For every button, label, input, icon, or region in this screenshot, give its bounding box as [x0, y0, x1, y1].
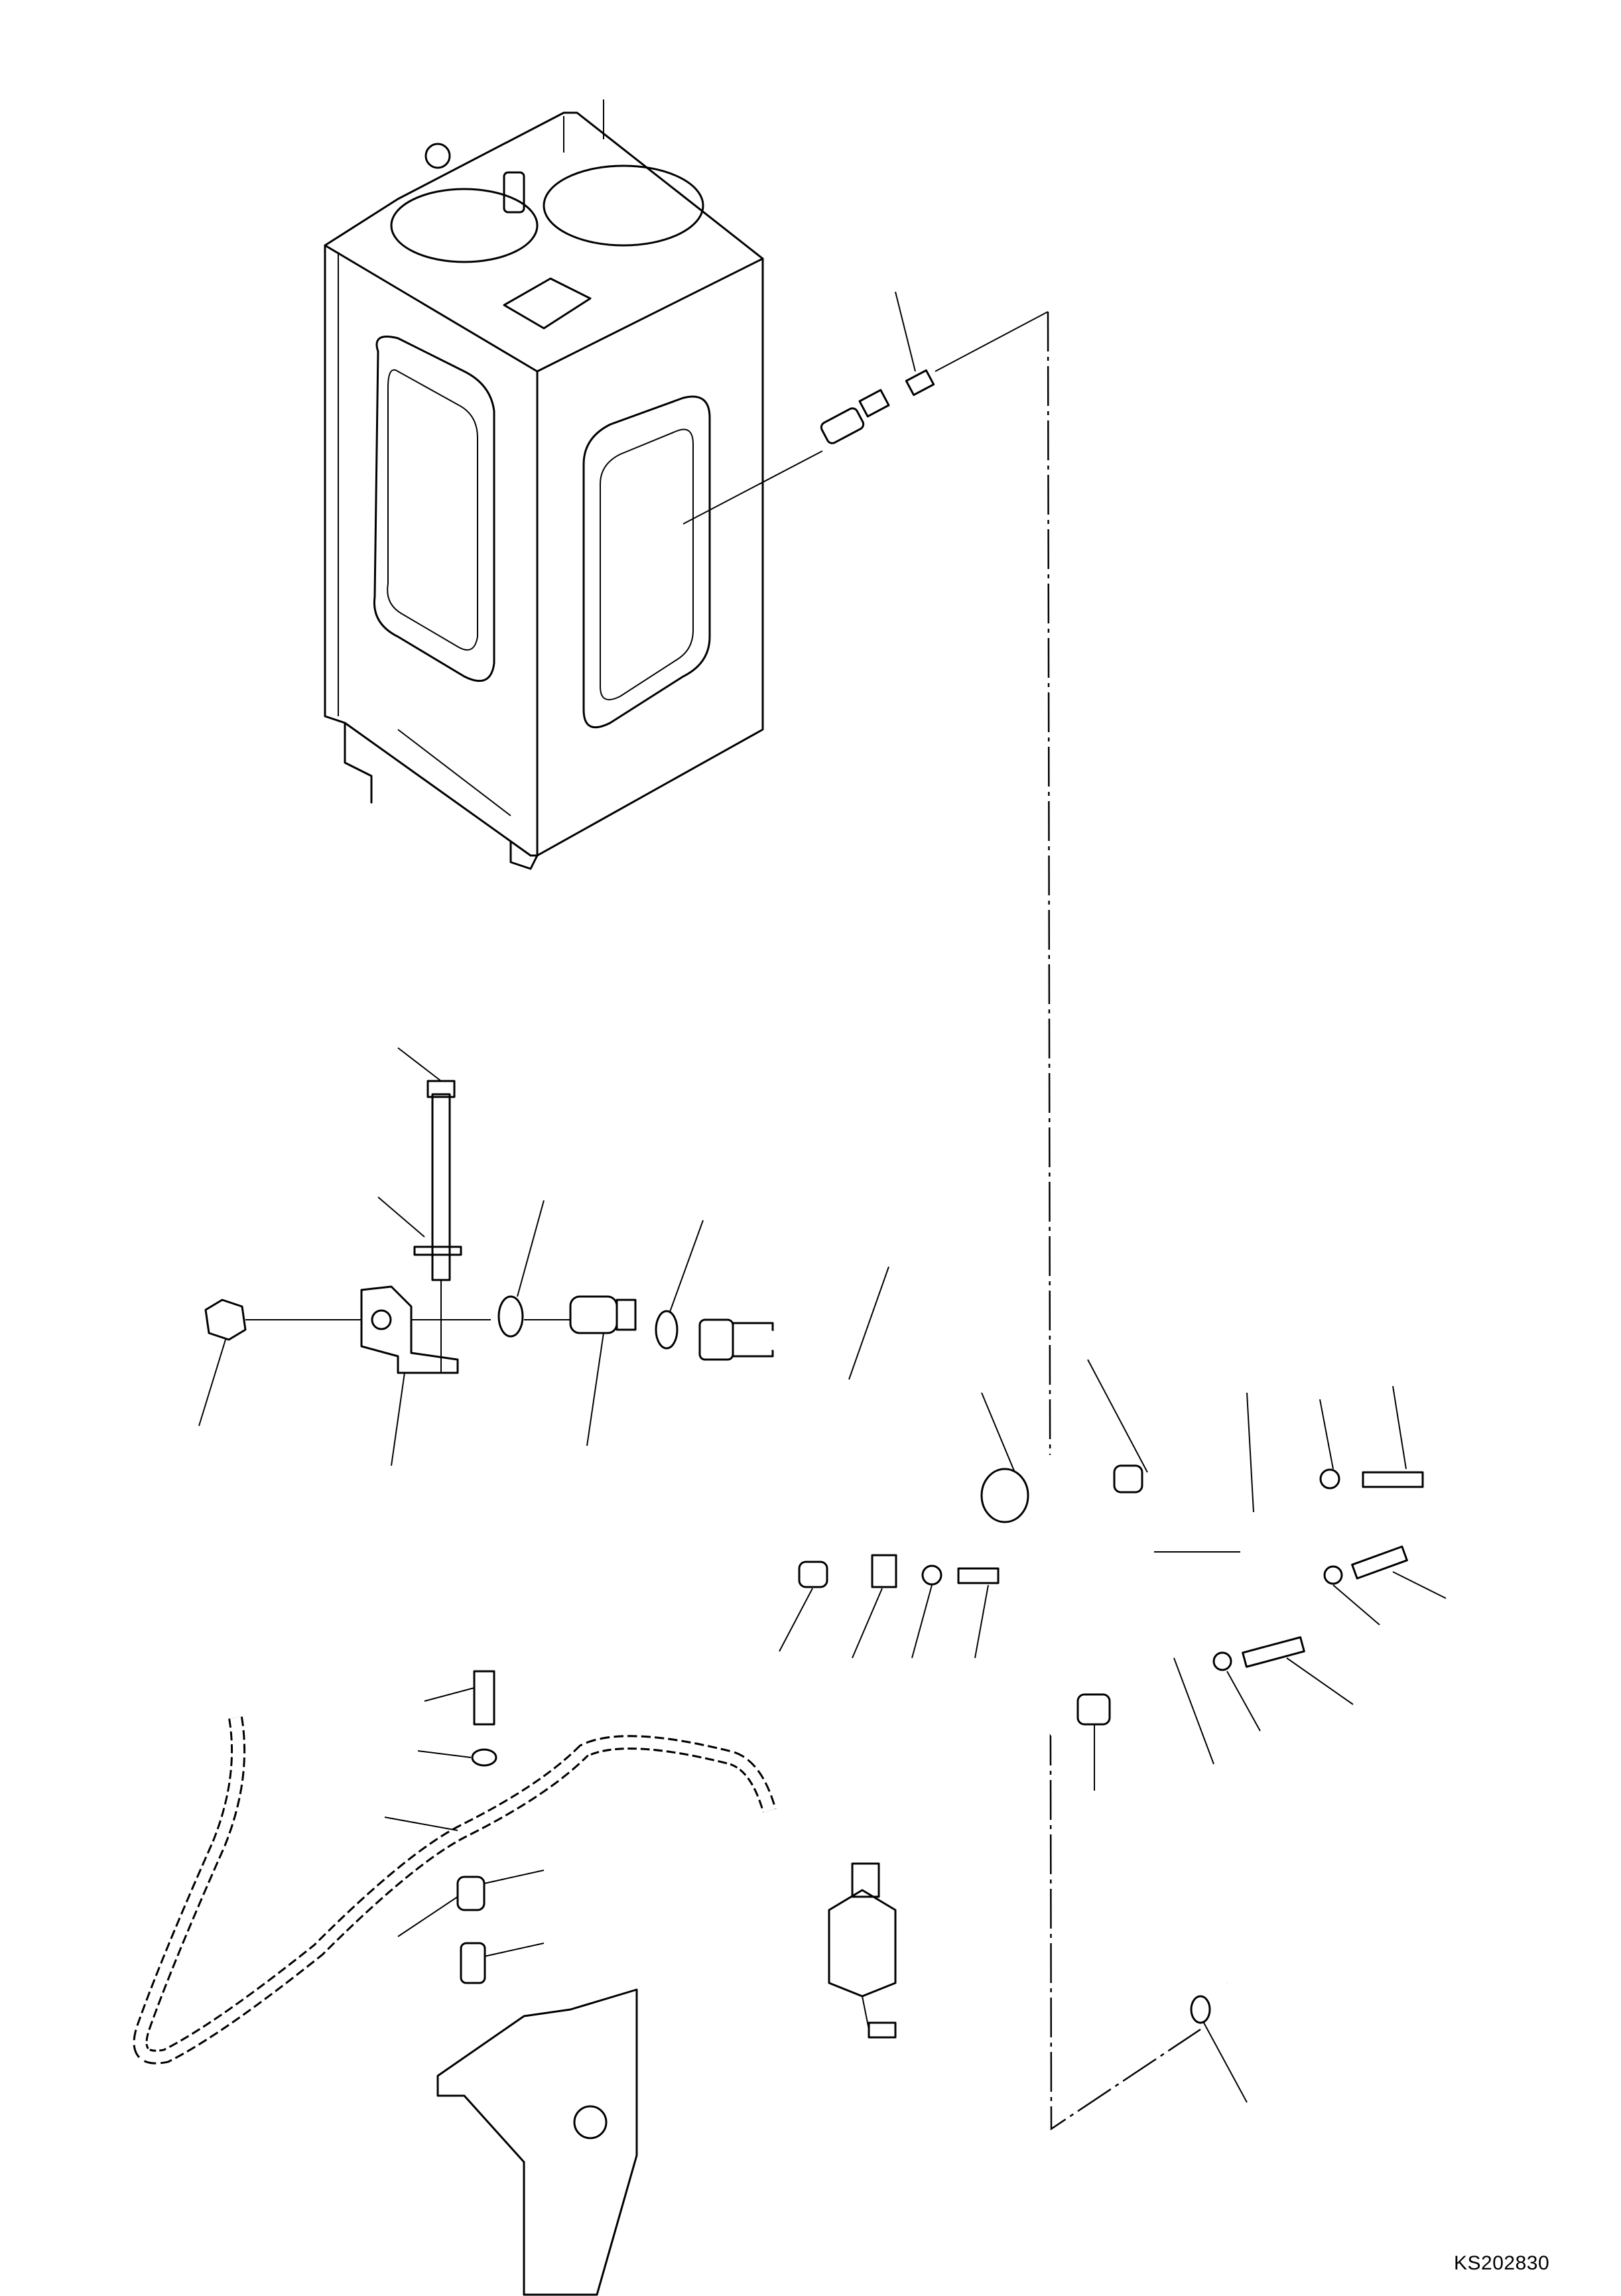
- hydraulic-tank: [324, 99, 764, 870]
- main-hose: [767, 1266, 1316, 1990]
- drawing-code: KS202830: [1454, 2252, 1550, 2274]
- pilot-line-assembly: [133, 1670, 897, 2296]
- assembly-guide-line: [1047, 311, 1201, 2131]
- tank-sensor: [682, 291, 1049, 525]
- fittings-group: [198, 1047, 774, 1466]
- clamp-parts: [779, 1385, 1447, 2103]
